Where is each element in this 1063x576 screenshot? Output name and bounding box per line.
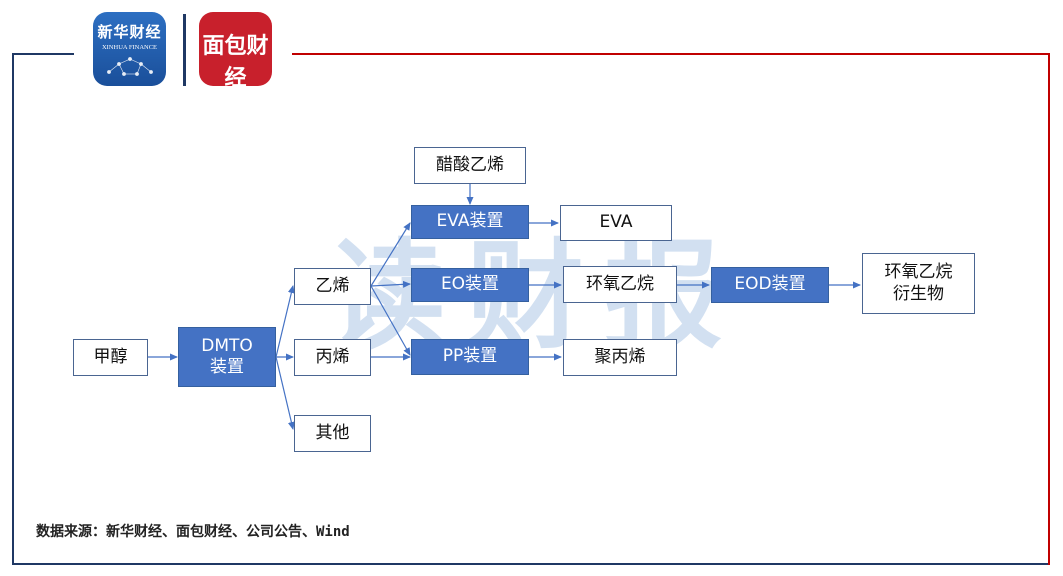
logo-subtext: XINHUA FINANCE bbox=[101, 44, 158, 51]
logo-divider bbox=[183, 14, 186, 86]
node-polypropylene: 聚丙烯 bbox=[563, 339, 677, 376]
node-propylene: 丙烯 bbox=[294, 339, 371, 376]
network-dots-icon bbox=[107, 57, 153, 76]
node-other: 其他 bbox=[294, 415, 371, 452]
xinhua-finance-logo: 新华财经 XINHUA FINANCE bbox=[93, 12, 166, 86]
node-pp-unit: PP装置 bbox=[411, 339, 529, 375]
mianbao-finance-logo: 面包财经 bbox=[199, 12, 272, 86]
logo-text: 面包财经 bbox=[202, 34, 269, 86]
node-eod-unit: EOD装置 bbox=[711, 267, 829, 303]
node-eo-unit: EO装置 bbox=[411, 268, 529, 302]
frame-line bbox=[12, 563, 1050, 565]
node-eva-unit: EVA装置 bbox=[411, 205, 529, 239]
frame-line bbox=[292, 53, 1050, 55]
node-ethylene-oxide: 环氧乙烷 bbox=[563, 266, 677, 303]
node-vinyl-acetate: 醋酸乙烯 bbox=[414, 147, 526, 184]
node-eva: EVA bbox=[560, 205, 672, 241]
source-note: 数据来源：新华财经、面包财经、公司公告、Wind bbox=[36, 524, 350, 540]
logo-text: 新华财经 bbox=[97, 23, 162, 41]
node-eo-derivatives: 环氧乙烷 衍生物 bbox=[862, 253, 975, 314]
arrow bbox=[370, 285, 411, 356]
node-ethylene: 乙烯 bbox=[294, 268, 371, 305]
arrow bbox=[370, 222, 411, 287]
frame-line bbox=[1048, 53, 1050, 565]
node-dmto-unit: DMTO 装置 bbox=[178, 327, 276, 387]
frame-line bbox=[12, 53, 14, 565]
node-methanol: 甲醇 bbox=[73, 339, 148, 376]
frame-line bbox=[12, 53, 74, 55]
arrow bbox=[275, 356, 295, 430]
arrow bbox=[275, 285, 295, 358]
arrow bbox=[370, 280, 411, 288]
